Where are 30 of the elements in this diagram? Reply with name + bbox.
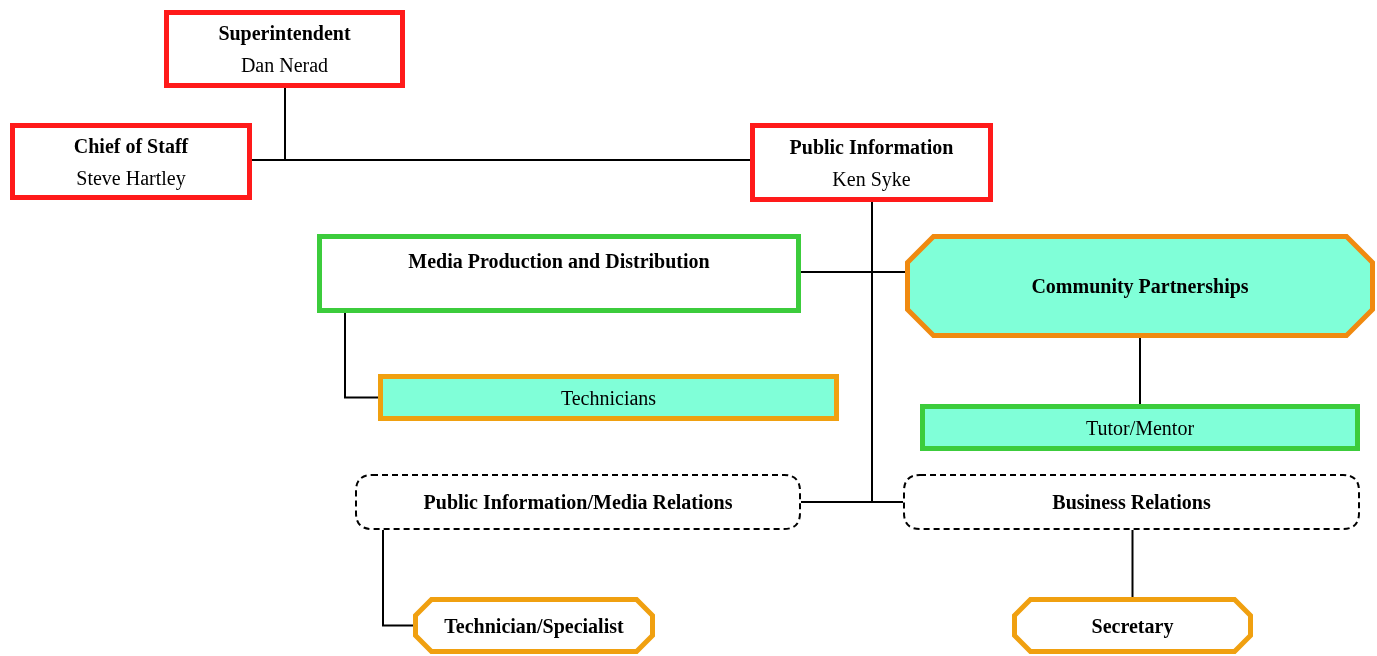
department-box (317, 234, 801, 313)
role-box (750, 123, 993, 202)
team-box (920, 404, 1360, 451)
role-title: Chief of Staff (73, 133, 189, 159)
department-dashed-box (903, 474, 1360, 530)
role-title: Technician/Specialist (444, 613, 624, 640)
person-name: Ken Syke (832, 166, 911, 193)
person-name: Dan Nerad (240, 53, 329, 78)
team-box (378, 374, 839, 421)
role-octagon (413, 597, 655, 654)
role-title: Secretary (1091, 613, 1174, 640)
role-title: Tutor/Mentor (1085, 415, 1195, 441)
connector-line (1139, 337, 1141, 405)
role-title: Business Relations (1052, 490, 1211, 515)
connector-line (382, 529, 414, 627)
role-title: Public Information/Media Relations (423, 490, 733, 515)
role-title: Media Production and Distribution (408, 249, 710, 274)
role-title: Technicians (560, 385, 657, 411)
role-title: Community Partnerships (1031, 274, 1249, 300)
department-dashed-box (355, 474, 801, 530)
role-title: Public Information (789, 134, 954, 160)
role-octagon (1012, 597, 1253, 654)
role-box (10, 123, 252, 200)
person-name: Steve Hartley (76, 165, 186, 192)
connector-line (871, 201, 904, 503)
role-box (164, 10, 405, 88)
department-octagon (905, 234, 1375, 338)
connector-line (1131, 529, 1134, 598)
role-title: Superintendent (218, 21, 351, 47)
connector-line (344, 312, 379, 399)
